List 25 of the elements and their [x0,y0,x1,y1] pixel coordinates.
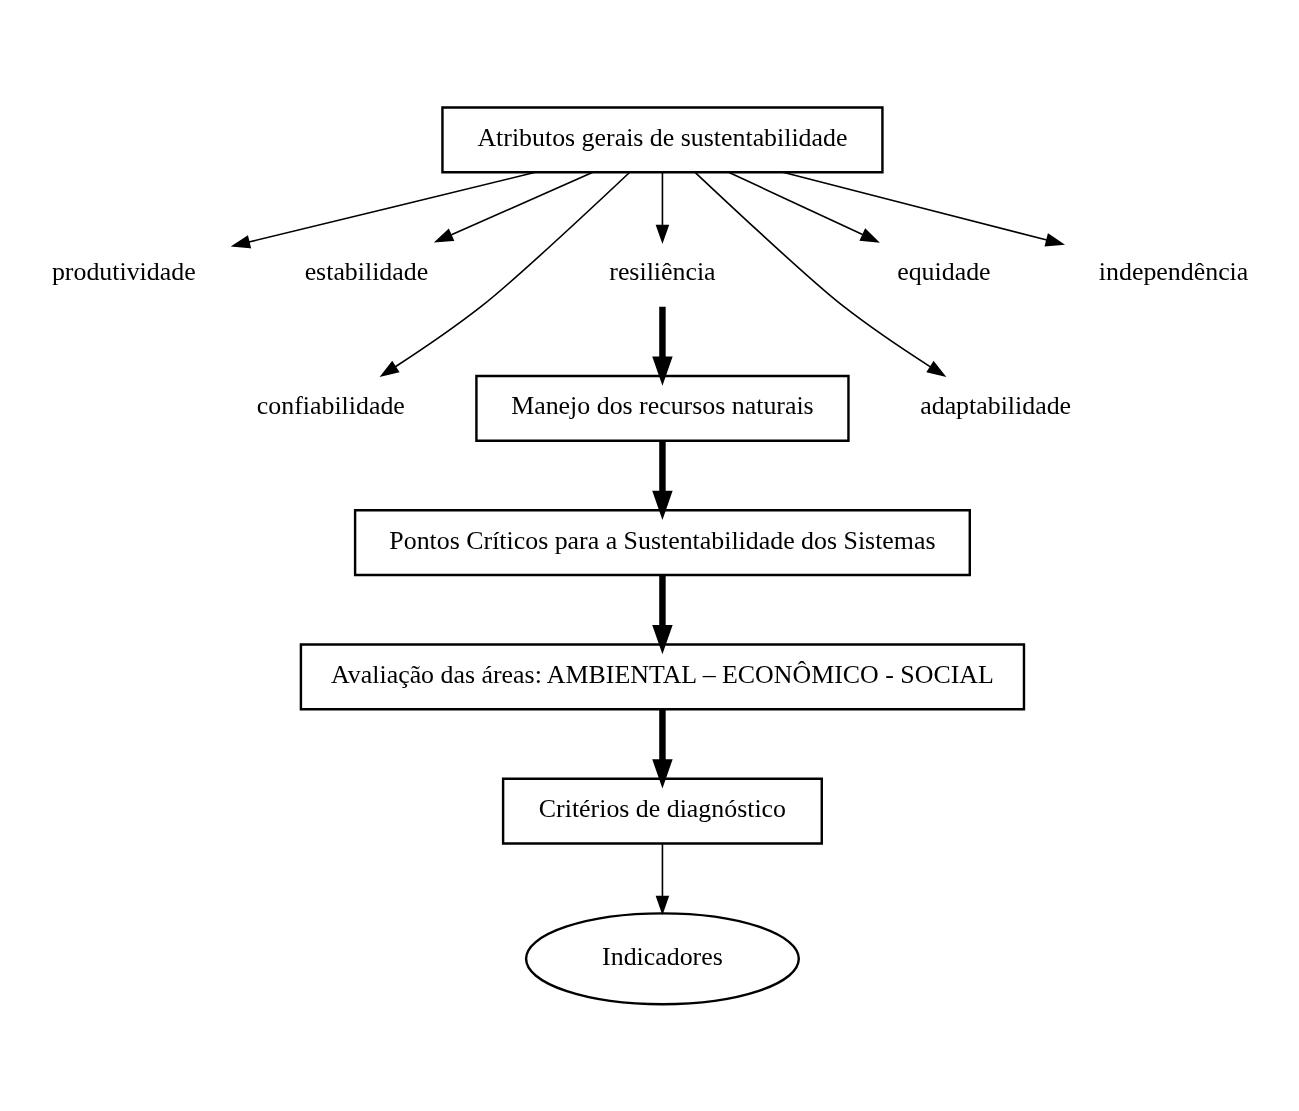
arrow [652,574,673,654]
arrow [782,171,1066,246]
node-text: produtividade [51,256,196,286]
node-box: Pontos Críticos para a Sustentabilidade dos Sistemas [353,508,971,576]
node-box: Atributos gerais de sustentabilidade [441,105,884,173]
node-text: resiliência [609,256,716,286]
node-box: Critérios de diagnóstico [501,777,823,845]
node-text: adaptabilidade [920,390,1072,420]
arrow [230,171,537,248]
node-ellipse: Indicadores [524,911,800,1005]
arrow [655,171,670,244]
arrow [652,709,673,788]
arrow [728,171,880,243]
arrow [655,842,670,915]
arrow [433,171,594,243]
node-text: estabilidade [304,256,429,286]
node-text: equidade [897,256,991,286]
arrow [694,171,947,377]
node-box: Avaliação das áreas: AMBIENTAL – ECONÔMICO - SOCIAL [299,642,1026,710]
node-text: independência [1098,256,1249,286]
arrow [652,306,673,386]
arrow [652,440,673,520]
node-box: Manejo dos recursos naturais [475,374,850,442]
arrow [379,170,631,377]
node-text: confiabilidade [256,390,405,420]
